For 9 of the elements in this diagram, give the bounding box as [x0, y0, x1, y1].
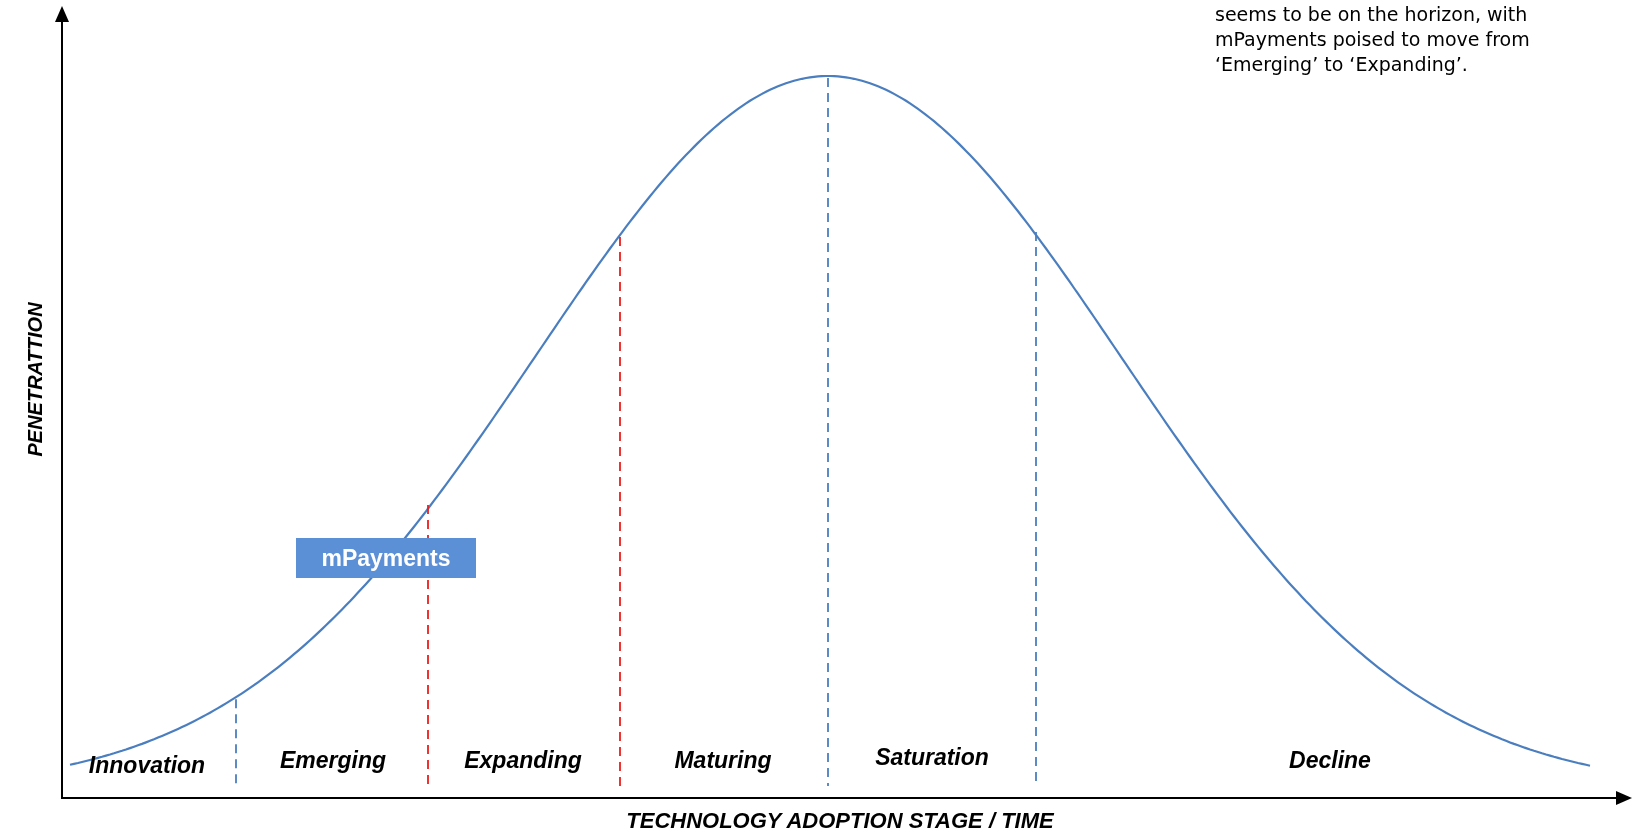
- axis-title: TECHNOLOGY ADOPTION STAGE / TIME: [625, 808, 1055, 834]
- stage-label: Maturing: [673, 747, 773, 774]
- stage-label: Innovation: [87, 752, 207, 779]
- tag-label: mPayments: [296, 538, 476, 578]
- stage-label: Emerging: [278, 747, 388, 774]
- stage-label: Expanding: [463, 747, 583, 774]
- stage-label: Saturation: [874, 744, 990, 771]
- note-text: seems to be on the horizon, with mPayments poised to move from ‘Emerging’ to ‘Expanding’.: [1215, 2, 1531, 77]
- stage-label: Decline: [1288, 747, 1372, 774]
